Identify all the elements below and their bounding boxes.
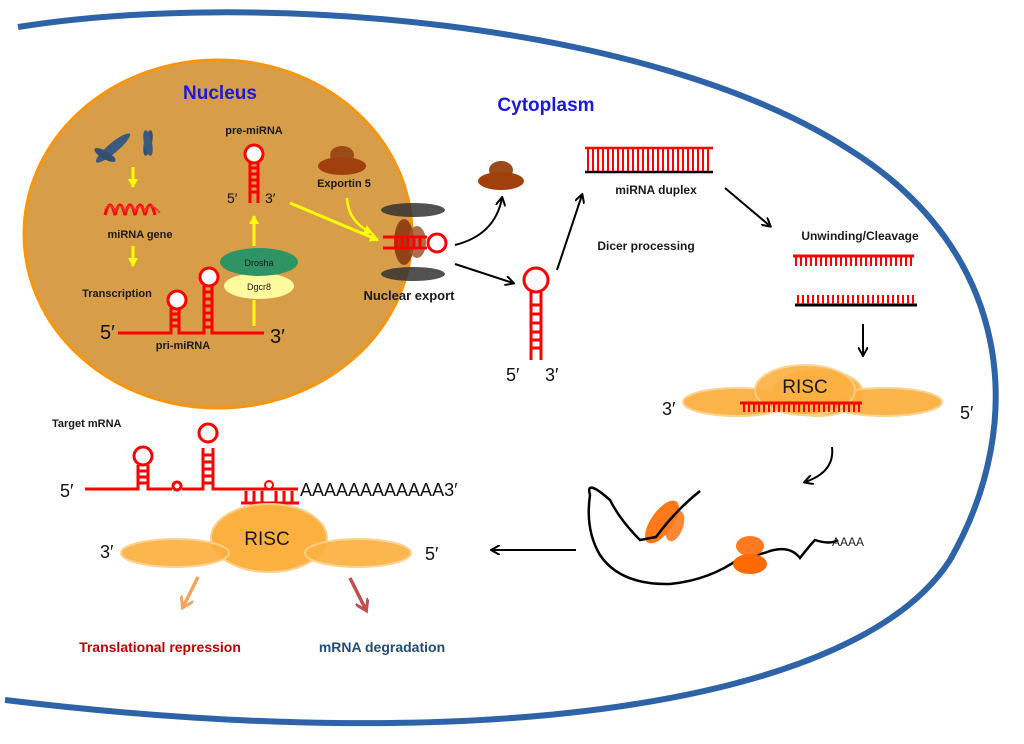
dicer-label: Dicer processing: [597, 239, 694, 253]
chromosome-icon: [94, 130, 153, 163]
risc-loaded-label: RISC: [782, 377, 827, 398]
exportin-5-label: Exportin 5: [317, 178, 371, 190]
mirna-duplex: [585, 146, 713, 174]
cytoplasm-pre-mirna: [522, 266, 550, 360]
arrow-translational-repression: [183, 576, 200, 607]
mrna-ribosomes: [587, 486, 839, 586]
target-five-prime: 5′: [60, 481, 74, 501]
mirna-gene-icon: [103, 203, 161, 216]
arrow-risc-to-mrna: [805, 446, 834, 482]
exportin-released-icon: [478, 161, 524, 190]
target-mrna-title: Target mRNA: [52, 418, 122, 430]
mirna-gene-label: miRNA gene: [108, 229, 173, 241]
cyto-pre-three-prime: 3′: [545, 365, 559, 385]
nuclear-pore: [381, 203, 448, 281]
risc-three-prime: 3′: [662, 399, 676, 419]
pre-three-prime: 3′: [265, 190, 276, 206]
risc-five-prime: 5′: [960, 403, 974, 423]
pri-mirna-label: pri-miRNA: [156, 340, 210, 352]
cell-membrane: [4, 9, 999, 727]
target-risc-five-prime: 5′: [425, 544, 439, 564]
pri-three-prime: 3′: [270, 326, 285, 348]
cytoplasm-label: Cytoplasm: [497, 95, 594, 116]
risc-loaded-complex: [682, 364, 943, 417]
nucleus-label: Nucleus: [183, 83, 257, 104]
dgcr8-label: Dgcr8: [247, 282, 271, 292]
arrow-mrna-degradation: [348, 577, 366, 610]
unwound-strand-guide: [793, 254, 914, 266]
arrow-export-to-cytoplasm: [454, 263, 513, 283]
dgcr8-protein: [224, 273, 294, 299]
pri-five-prime: 5′: [100, 322, 115, 344]
nuclear-export-label: Nuclear export: [363, 288, 455, 303]
unwound-strand-passenger: [795, 295, 917, 307]
mrna-degradation-label: mRNA degradation: [319, 639, 445, 655]
unwinding-label: Unwinding/Cleavage: [801, 229, 919, 243]
arrow-exportin-to-pore: [345, 197, 373, 235]
target-poly-a: AAAAAAAAAAAA3′: [300, 480, 458, 500]
pre-five-prime: 5′: [227, 190, 238, 206]
pre-mirna-hairpin: [243, 143, 265, 203]
exportin-5-icon: [318, 146, 366, 175]
cyto-pre-five-prime: 5′: [506, 365, 520, 385]
target-mrna-strand: [85, 422, 299, 505]
pri-mirna-strand: [118, 266, 264, 335]
translational-repression-label: Translational repression: [79, 639, 241, 655]
pre-mirna-label: pre-miRNA: [225, 125, 283, 137]
target-risc-complex: [120, 503, 412, 573]
arrow-duplex-to-unwinding: [724, 187, 770, 226]
arrow-to-released-exportin: [454, 198, 502, 246]
drosha-label: Drosha: [244, 258, 273, 268]
target-risc-three-prime: 3′: [100, 542, 114, 562]
transcription-label: Transcription: [82, 288, 152, 300]
nucleus: [22, 58, 414, 410]
arrow-dicer: [556, 195, 582, 271]
drosha-protein: [220, 248, 298, 276]
mrna-poly-a-short: AAAA: [832, 535, 864, 549]
mirna-duplex-label: miRNA duplex: [615, 183, 697, 197]
target-risc-label: RISC: [244, 529, 289, 550]
